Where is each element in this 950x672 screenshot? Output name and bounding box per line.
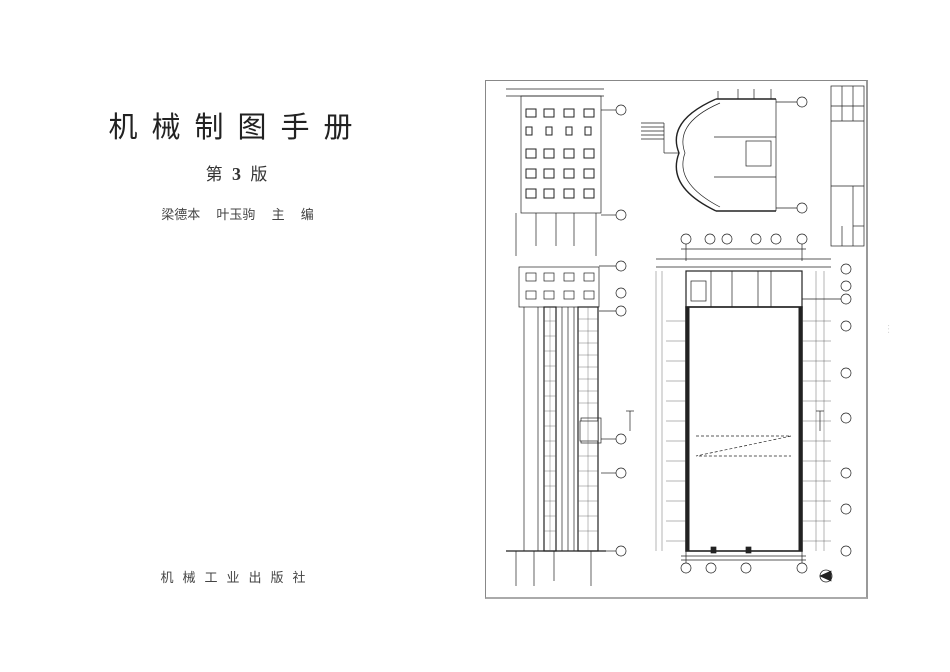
editor-role-1: 主 (271, 208, 285, 223)
book-title: 机械制图手册 (108, 110, 367, 144)
book-title-page: 机械制图手册 第 3 版 梁德本 叶玉驹 主 编 机械工业出版社 (0, 110, 475, 586)
editor-2: 叶玉驹 (216, 208, 256, 223)
elevation-lower (506, 260, 627, 586)
elevation-window-grid (544, 307, 598, 551)
cross-section (641, 89, 808, 214)
editor-1: 梁德本 (161, 208, 201, 223)
edition-suffix: 版 (250, 165, 270, 185)
publisher-name: 机械工业出版社 (160, 571, 315, 586)
editor-role-2: 编 (300, 208, 314, 223)
elevation-upper (506, 88, 627, 256)
edition-label: 第 3 版 (0, 160, 475, 185)
drawing-svg (506, 85, 865, 586)
editors-line: 梁德本 叶玉驹 主 编 (0, 204, 475, 223)
edition-number: 3 (232, 164, 243, 184)
north-arrow-icon (819, 569, 833, 583)
edition-prefix: 第 (205, 165, 225, 185)
title-block (830, 85, 865, 247)
architectural-drawing (485, 80, 868, 599)
floor-plan (626, 233, 852, 574)
side-page-mark: · · · (885, 325, 891, 333)
